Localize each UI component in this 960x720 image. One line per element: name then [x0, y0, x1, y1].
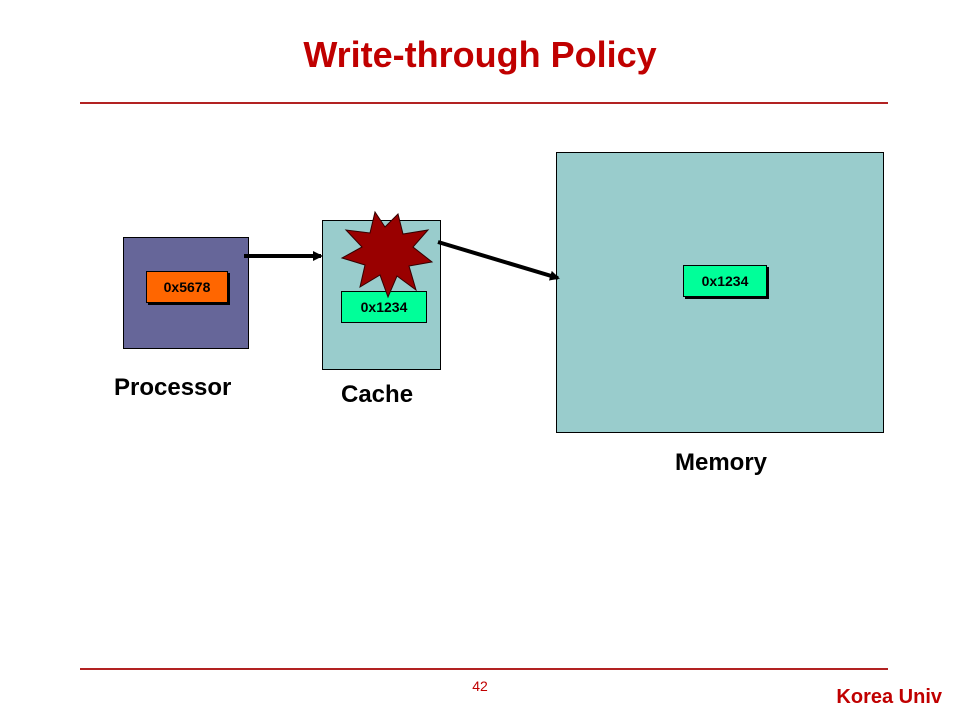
- memory-label: Memory: [675, 449, 768, 476]
- cache-label: Cache: [341, 381, 414, 408]
- footer-brand: Korea Univ: [836, 686, 942, 708]
- processor-label: Processor: [114, 374, 232, 401]
- page-title: Write-through Policy: [303, 34, 657, 75]
- page-number: 42: [472, 678, 488, 694]
- cache-to-memory-arrow: [437, 240, 560, 281]
- cache-line: 0x1234: [341, 291, 427, 323]
- processor-register: 0x5678: [146, 271, 228, 303]
- title-divider: [80, 102, 888, 104]
- memory-word: 0x1234: [683, 265, 767, 297]
- write-burst-icon: [340, 210, 434, 299]
- footer-divider: [80, 668, 888, 670]
